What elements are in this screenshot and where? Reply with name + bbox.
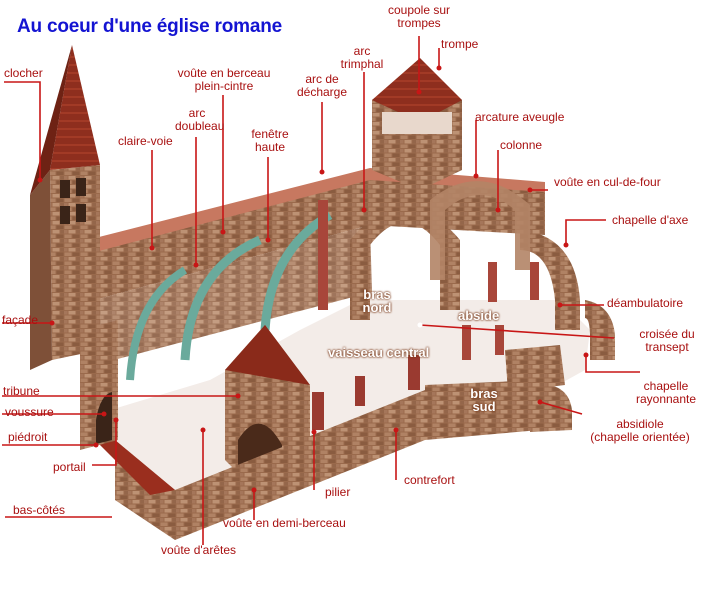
apse-walls [425, 230, 615, 440]
portail-leader [92, 420, 117, 466]
label-arc-doubleau: arc doubleau [175, 106, 225, 133]
label-arcature: arcature aveugle [475, 110, 565, 124]
label-absidiole: absidiole (chapelle orientée) [590, 417, 690, 444]
label-clocher: clocher [4, 66, 43, 80]
pillars [312, 200, 539, 430]
label-abside: abside [458, 308, 500, 323]
label-contrefort: contrefort [404, 473, 455, 487]
label-piedroit: piédroit [8, 430, 48, 444]
label-claire-voie: claire-voie [118, 134, 173, 148]
label-tribune: tribune [3, 384, 40, 398]
transept-arches [126, 181, 530, 381]
label-arc-triomphal: arc trimphal [340, 44, 384, 71]
diagram-title: Au coeur d'une église romane [17, 16, 282, 37]
crossing-tower [372, 58, 462, 190]
label-portail: portail [53, 460, 86, 474]
label-chapelle-rayonnante: chapelle rayonnante [635, 379, 697, 406]
label-voute-aretes: voûte d'arêtes [161, 543, 237, 557]
label-demi-berceau: voûte en demi-berceau [223, 516, 346, 530]
label-cul-de-four: voûte en cul-de-four [554, 175, 661, 189]
chapelle-rayonnante-leader [585, 355, 640, 373]
label-colonne: colonne [500, 138, 543, 152]
croisee-leader [419, 324, 615, 339]
label-bras-nord: bras nord [362, 287, 392, 315]
label-deambulatoire: déambulatoire [607, 296, 684, 310]
absidiole-leader [539, 401, 583, 415]
label-voussure: voussure [5, 405, 54, 419]
label-fenetre-haute: fenêtre haute [251, 127, 289, 154]
label-coupole: coupole sur trompes [387, 3, 451, 30]
label-bas-cotes: bas-côtés [13, 503, 66, 517]
label-trompe: trompe [441, 37, 479, 51]
label-pilier: pilier [325, 485, 351, 499]
label-bras-sud: bras sud [470, 386, 498, 414]
south-front-wall [80, 320, 425, 540]
label-voute-berceau: voûte en berceau plein-cintre [177, 66, 271, 93]
clocher-leader [4, 81, 41, 180]
label-chapelle-axe: chapelle d'axe [612, 213, 689, 227]
label-croisee: croisée du transept [639, 327, 695, 354]
label-vaisseau-central: vaisseau central [328, 345, 430, 360]
label-facade: façade [2, 313, 39, 327]
chapelle-axe-leader [565, 219, 606, 245]
label-arc-decharge: arc de décharge [296, 72, 348, 99]
